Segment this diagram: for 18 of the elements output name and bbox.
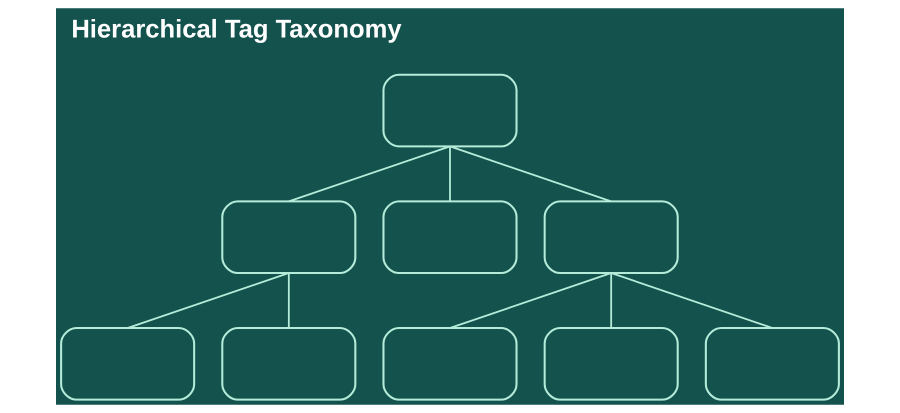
node-box — [60, 327, 196, 401]
node-box — [382, 327, 518, 401]
connector — [449, 146, 451, 202]
connector — [288, 146, 450, 202]
connector — [610, 272, 773, 329]
node-box — [382, 200, 518, 274]
node-box — [221, 327, 356, 401]
connector — [127, 272, 290, 329]
node-box — [544, 200, 679, 274]
node-box — [704, 327, 840, 401]
connector — [450, 272, 612, 329]
connector — [610, 273, 612, 328]
node-box — [382, 74, 518, 148]
node-box — [544, 327, 679, 401]
connector — [288, 273, 290, 328]
diagram-title: Hierarchical Tag Taxonomy — [71, 16, 402, 44]
node-box — [221, 200, 356, 274]
connector — [450, 146, 612, 202]
